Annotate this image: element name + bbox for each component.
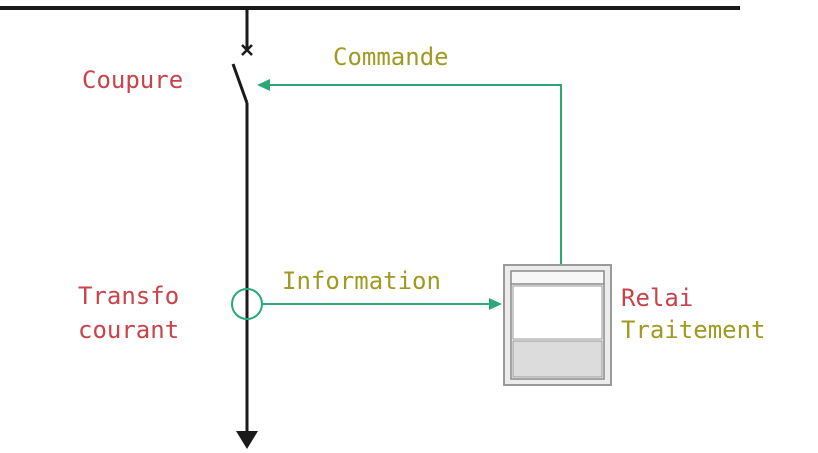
transfo-label-line2: courant bbox=[78, 316, 180, 344]
information-label: Information bbox=[282, 267, 441, 295]
relai-label-line2: Traitement bbox=[621, 316, 766, 344]
commande-label: Commande bbox=[333, 43, 449, 71]
arrow-down-icon bbox=[236, 431, 258, 449]
coupure-label: Coupure bbox=[82, 66, 184, 94]
protection-relay-icon bbox=[503, 264, 612, 386]
relai-label-line1: Relai bbox=[621, 284, 694, 312]
information-signal-line bbox=[262, 298, 502, 310]
command-signal-line bbox=[257, 79, 562, 265]
transfo-label-line1: Transfo bbox=[78, 282, 180, 310]
breaker-switch-icon bbox=[231, 44, 253, 104]
